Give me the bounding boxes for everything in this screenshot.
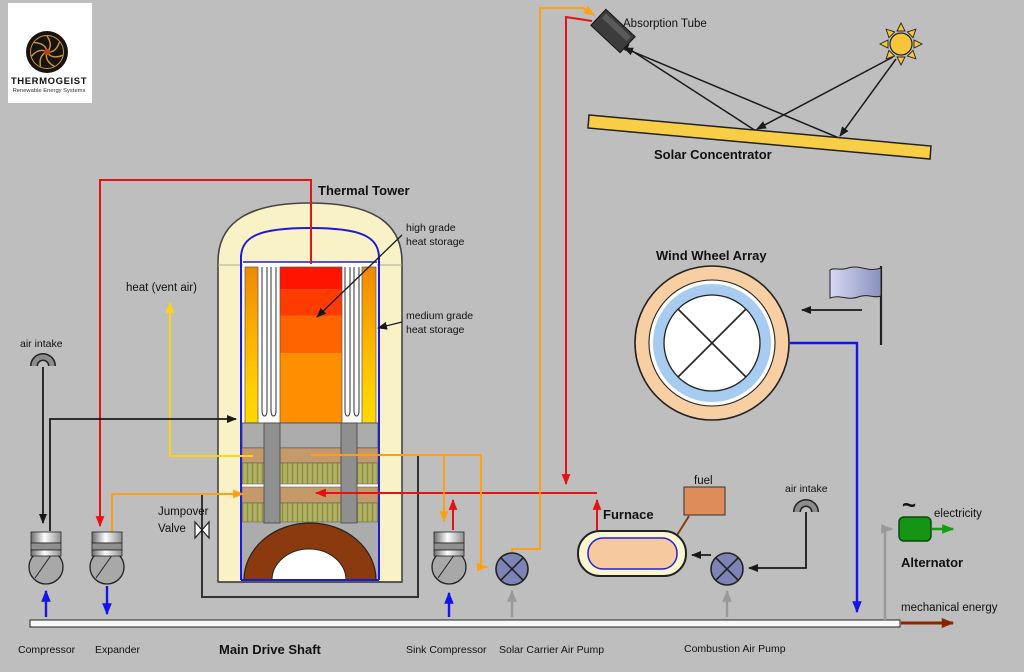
hot-air-lines [95,15,602,530]
combustion-air-pump-label: Combustion Air Pump [684,643,786,655]
storage-band-olive-2 [241,502,379,523]
pipe-tower-to-expander [95,179,312,528]
right-pillar [340,422,358,524]
pipe-compressor-to-tower [49,415,237,531]
air-intake-right-label: air intake [785,483,828,495]
compressor-icon [28,531,64,585]
sink-compressor-label: Sink Compressor [406,644,487,656]
heat-exchanger-tubes [261,267,360,417]
furnace-label: Furnace [603,507,654,522]
absorption-tube-label: Absorption Tube [623,18,707,30]
logo-subtitle: Renewable Energy Systems [13,88,86,94]
sun-icon [878,21,924,67]
compressor-label: Compressor [18,644,76,656]
high-grade-pointer [316,234,403,318]
furnace [577,530,687,577]
shaft-work-lines [41,341,862,617]
jumpover-label-1: Jumpover [158,506,209,518]
alternator-icon [898,516,932,542]
left-medium-grade-column [244,266,259,424]
solar-carrier-pump-icon [495,552,529,586]
logo: THERMOGEIST Renewable Energy Systems [8,3,92,103]
high-grade-label-2: heat storage [406,236,465,248]
flag-icon [829,266,883,345]
left-pillar [263,422,281,524]
electricity-label: electricity [934,508,982,520]
solar-concentrator-mirror [587,114,932,160]
pipe-heat-vent [165,301,253,457]
warm-air-lines [111,5,595,572]
solar-concentrator-label: Solar Concentrator [654,147,772,162]
high-grade-label-1: high grade [406,222,456,234]
solar-rays [619,42,897,139]
pipe-absorber-down [561,15,593,486]
pipe-solar-pump-to-absorber [511,5,595,553]
mechanical-lines [507,524,894,620]
air-intake-left-icon [30,353,56,367]
main-drive-shaft-label: Main Drive Shaft [219,642,322,657]
air-intake-left-label: air intake [20,338,63,350]
hearth-opening [271,548,347,581]
medium-grade-label-2: heat storage [406,324,465,336]
high-grade-column [279,266,343,424]
wind-wheel-array-label: Wind Wheel Array [656,248,767,263]
storage-band-tan-2 [241,486,379,504]
pipe-expander-to-tower [111,489,245,532]
jumpover-bypass-pipe [201,456,419,598]
storage-band-olive-1 [241,462,379,485]
main-drive-shaft [29,619,901,628]
turbine-swirl-icon [26,31,68,73]
pipe-air-intake-to-combustion-pump [748,512,807,572]
jumpover-label-2: Valve [158,523,186,535]
medium-grade-pointer [377,321,403,330]
alternator-label: Alternator [901,555,963,570]
fuel-box [683,486,726,516]
wind-wheel [634,265,790,421]
combustion-pump-icon [710,552,744,586]
expander-icon [89,531,125,585]
expander-label: Expander [95,644,140,656]
ac-symbol: ~ [902,492,916,519]
solar-carrier-air-pump-label: Solar Carrier Air Pump [499,644,604,656]
absorption-tube [590,8,636,54]
wind-wheel-to-shaft [790,341,862,614]
sink-compressor-icon [431,531,467,585]
air-intake-right-icon [793,499,819,513]
air-lines [39,306,862,572]
tower-base-block [241,422,379,449]
right-medium-grade-column [361,266,377,424]
thermal-tower-label: Thermal Tower [318,183,410,198]
medium-grade-label-1: medium grade [406,310,473,322]
jumpover-valve-icon [194,520,210,540]
mechanical-energy-label: mechanical energy [901,602,998,614]
shaft-to-alternator [881,524,894,620]
pipe-tower-to-solar-pump [311,454,489,572]
fuel-label: fuel [694,475,713,487]
logo-title: THERMOGEIST [11,76,87,87]
heat-vent-label: heat (vent air) [126,282,197,294]
